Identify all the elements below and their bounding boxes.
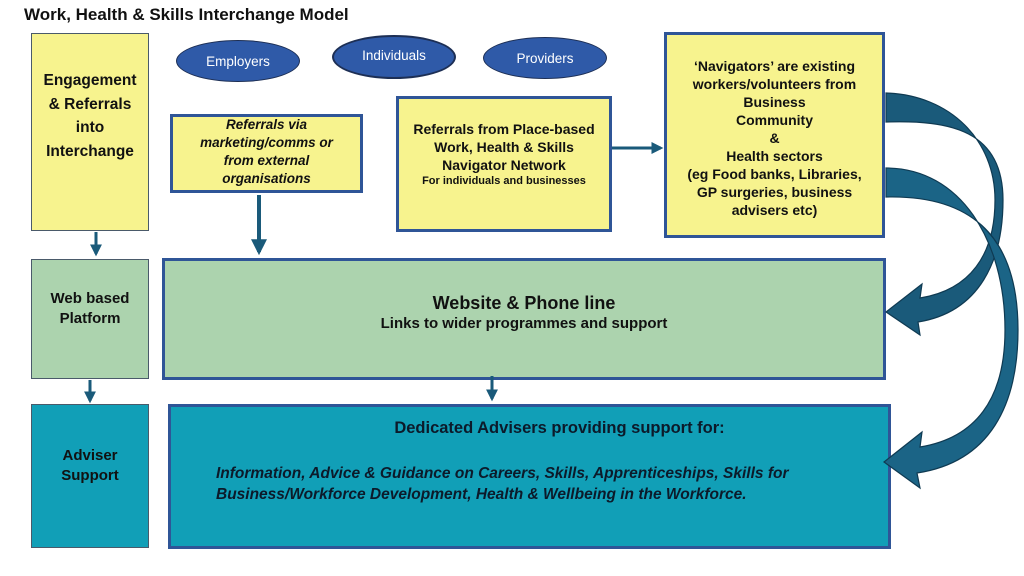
- referrals-marketing-line: organisations: [222, 170, 311, 186]
- adviser-support-label-box: Adviser Support: [31, 404, 149, 548]
- place-based-line: Navigator Network: [442, 157, 566, 173]
- adviser-support-line: Support: [61, 467, 119, 484]
- referrals-marketing-line: from external: [223, 152, 310, 168]
- page-title: Work, Health & Skills Interchange Model: [24, 5, 349, 24]
- dedicated-body: Information, Advice & Guidance on Career…: [171, 463, 888, 505]
- web-platform-label-box: Web based Platform: [31, 259, 149, 379]
- dedicated-body-line: Business/Workforce Development, Health &…: [216, 486, 747, 503]
- web-platform-line: Platform: [59, 310, 121, 327]
- employers-label: Employers: [206, 53, 270, 69]
- providers-ellipse: Providers: [483, 37, 607, 79]
- referrals-marketing-box: Referrals via marketing/comms or from ex…: [170, 114, 363, 193]
- dedicated-body-line: Information, Advice & Guidance on Career…: [216, 465, 789, 482]
- navigators-line: GP surgeries, business: [696, 184, 853, 200]
- navigators-line: Health sectors: [726, 148, 823, 164]
- navigators-line: (eg Food banks, Libraries,: [687, 166, 862, 182]
- place-based-note: For individuals and businesses: [422, 175, 586, 187]
- website-title: Website & Phone line: [432, 293, 616, 313]
- navigators-line: Community: [736, 112, 813, 128]
- engagement-referrals-label-box: Engagement & Referrals into Interchange: [31, 33, 149, 231]
- engagement-line: & Referrals: [48, 95, 132, 113]
- curved-arrow-navigators-to-dedicated: [883, 167, 1019, 490]
- individuals-label: Individuals: [362, 47, 426, 63]
- dedicated-heading: Dedicated Advisers providing support for…: [394, 419, 725, 437]
- navigators-line: &: [769, 130, 780, 146]
- individuals-ellipse: Individuals: [332, 35, 456, 79]
- navigators-line: Business: [743, 94, 806, 110]
- web-platform-line: Web based: [50, 290, 130, 307]
- employers-ellipse: Employers: [176, 40, 300, 82]
- engagement-line: Interchange: [46, 142, 134, 160]
- referrals-marketing-line: Referrals via: [225, 116, 308, 132]
- curved-arrow-navigators-to-website: [884, 92, 1004, 337]
- providers-label: Providers: [516, 50, 574, 66]
- navigators-line: workers/volunteers from: [692, 76, 857, 92]
- website-subtitle: Links to wider programmes and support: [380, 315, 668, 332]
- place-based-referrals-box: Referrals from Place-based Work, Health …: [396, 96, 612, 232]
- place-based-line: Work, Health & Skills: [434, 139, 574, 155]
- engagement-line: into: [75, 119, 105, 136]
- place-based-line: Referrals from Place-based: [413, 121, 595, 137]
- website-phone-box: Website & Phone line Links to wider prog…: [162, 258, 886, 380]
- referrals-marketing-line: marketing/comms or: [200, 134, 333, 150]
- navigators-line: ‘Navigators’ are existing: [693, 58, 856, 74]
- adviser-support-line: Adviser: [62, 447, 118, 464]
- engagement-line: Engagement: [43, 72, 137, 89]
- navigators-box: ‘Navigators’ are existing workers/volunt…: [664, 32, 885, 238]
- dedicated-advisers-box: Dedicated Advisers providing support for…: [168, 404, 891, 549]
- navigators-line: advisers etc): [731, 202, 818, 218]
